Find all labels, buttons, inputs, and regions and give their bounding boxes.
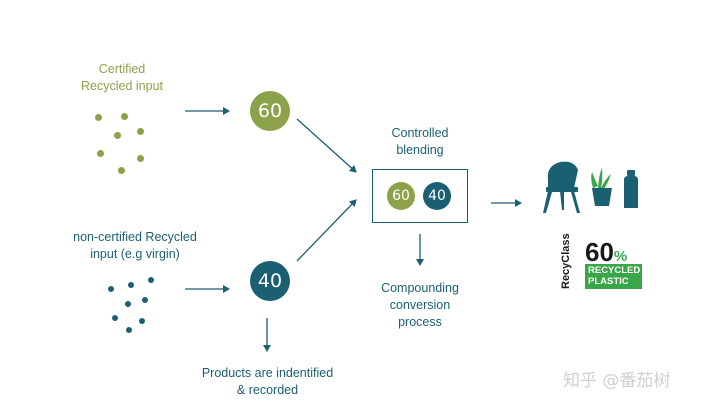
teal-dot — [139, 318, 145, 324]
recycled-plastic-badge: RECYCLED PLASTIC — [585, 264, 642, 289]
green-dot — [137, 155, 144, 162]
badge-line-2: PLASTIC — [588, 276, 629, 287]
teal-dot — [125, 301, 131, 307]
compounding-label: Compounding conversion process — [381, 281, 459, 329]
green-dot — [97, 150, 104, 157]
plant-pot-icon — [591, 168, 612, 206]
noncertified-percent-circle: 40 — [250, 261, 290, 301]
green-dot — [118, 167, 125, 174]
certified-percent-circle: 60 — [250, 91, 290, 131]
product-icons — [543, 161, 638, 213]
arrow-certified-to-blend — [296, 118, 357, 173]
arrow-noncertified-to-blend — [296, 199, 357, 262]
recycled-percent: 60% — [585, 238, 627, 271]
chair-icon — [543, 161, 580, 213]
noncertified-input-label: non-certified Recycled input (e.g virgin… — [73, 230, 197, 261]
badge-line-1: RECYCLED — [588, 265, 641, 276]
blend-noncertified-circle: 40 — [423, 182, 451, 210]
teal-dot — [112, 315, 118, 321]
recyclass-brand: RecyClass — [560, 233, 572, 289]
blending-box — [372, 169, 468, 223]
watermark: 知乎 @番茄树 — [563, 371, 671, 391]
recycled-percent-value: 60 — [585, 237, 614, 267]
teal-dot — [108, 286, 114, 292]
green-dot — [121, 113, 128, 120]
teal-dot — [148, 277, 154, 283]
products-label: Products are indentified & recorded — [201, 366, 334, 397]
green-dot — [137, 128, 144, 135]
teal-dot — [126, 327, 132, 333]
blend-certified-circle: 60 — [387, 182, 415, 210]
blending-label: Controlled blending — [391, 126, 449, 157]
percent-sign: % — [613, 248, 628, 265]
teal-dot — [128, 282, 134, 288]
green-dot — [95, 114, 102, 121]
bottle-icon — [624, 170, 638, 208]
green-dot — [114, 132, 121, 139]
teal-dot — [142, 297, 148, 303]
certified-input-label: Certified Recycled input — [81, 62, 163, 93]
